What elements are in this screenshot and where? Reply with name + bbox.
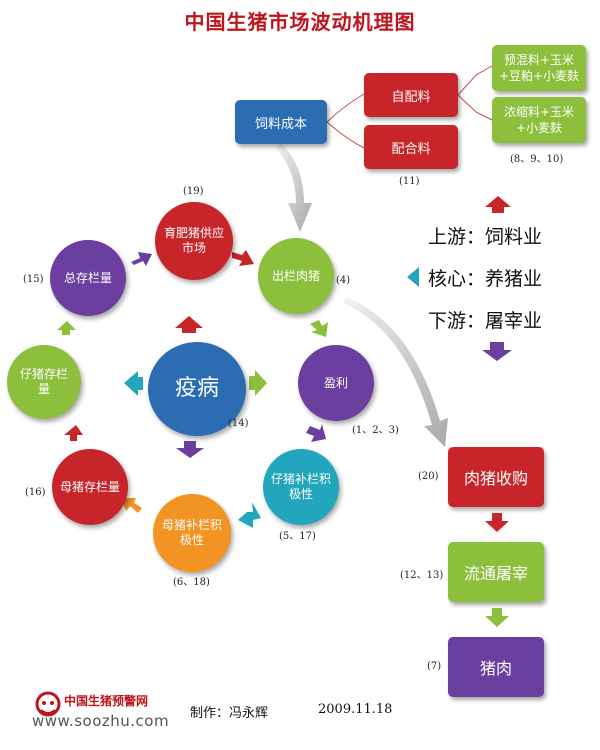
arrow-supply-to-market [232,250,254,266]
slaughter-box: 流通屠宰 [448,542,544,602]
feed-cost-box: 饲料成本 [235,100,327,144]
author-credit: 制作：冯永辉 [190,706,269,721]
core-label: 核心：养猪业 [428,268,543,290]
arrow-disease-right [249,370,267,396]
gray-arrow-cost-to-market [275,143,312,232]
profit-label: 盈利 [323,375,348,390]
profit-ref: (1、2、3) [352,425,399,436]
self-mix-box: 自配料 [364,73,458,117]
compound-ref: (11) [399,176,420,187]
arrow-slaughter-to-pork [485,608,509,627]
disease-label: 疫病 [174,376,219,401]
gray-arrow-market-to-purchase [343,297,448,447]
piglet-stock-label: 仔猪存栏量 [19,367,68,396]
arrow-market-to-profit [310,320,328,337]
arrow-disease-up [175,316,203,333]
disease-ref: (14) [228,418,249,429]
sow-stock-node: 母猪存栏量 [52,449,128,525]
connector-cost-compound [326,121,365,149]
premix-recipe-label: 预混料+玉米+豆粕+小麦麸 [498,53,580,83]
sow-motivation-label: 母猪补栏积极性 [161,518,222,547]
page-title: 中国生猪市场波动机理图 [184,10,416,34]
piglet-motivation-node: 仔猪补栏积极性 [263,449,339,525]
concentrate-recipe-box: 浓缩料+玉米+小麦麸 [492,97,586,143]
sow-stock-ref: (16) [25,487,46,498]
connector-selfmix-premix [457,65,493,96]
upstream-label: 上游：饲料业 [428,226,543,248]
site-logo: 中国生猪预警网 www.soozhu.com [30,690,180,734]
sow-stock-label: 母猪存栏量 [60,479,121,494]
downstream-label: 下游：屠宰业 [428,310,543,332]
creation-date: 2009.11.18 [318,702,393,717]
connector-selfmix-concentrate [457,94,493,121]
feed-cost-label: 饲料成本 [254,116,307,132]
concentrate-recipe-label: 浓缩料+玉米+小麦麸 [503,105,575,135]
total-stock-label: 总存栏量 [63,270,112,285]
fattening-supply-label: 育肥猪供应市场 [163,226,224,255]
arrow-pigletstock-to-total [57,321,76,335]
logo-title: 中国生猪预警网 [64,694,149,708]
arrow-profit-to-piglet [306,424,326,442]
recipe-ref: (8、9、10) [510,154,564,165]
pork-label: 猪肉 [479,659,512,678]
disease-node: 疫病 [148,342,246,436]
slaughter-label: 流通屠宰 [463,564,528,583]
fattening-supply-ref: (19) [183,186,204,197]
compound-feed-label: 配合料 [391,141,431,157]
premix-recipe-box: 预混料+玉米+豆粕+小麦麸 [492,45,586,91]
slaughter-ref: (12、13) [400,570,444,581]
piglet-motivation-ref: (5、17) [279,531,316,542]
pig-purchase-box: 肉猪收购 [448,447,544,507]
arrow-piglet-to-sow [238,502,261,528]
market-pig-label: 出栏肉猪 [271,268,320,283]
arrow-purchase-to-slaughter [485,513,509,532]
arrow-total-to-supply [131,252,152,266]
sow-motivation-ref: (6、18) [173,577,210,588]
pork-box: 猪肉 [448,637,544,697]
profit-node: 盈利 [298,345,374,421]
logo-url: www.soozhu.com [32,712,170,730]
self-mix-label: 自配料 [391,89,431,105]
connector-cost-selfmix [326,93,365,123]
arrow-sow-to-sowstock [121,498,142,513]
compound-feed-box: 配合料 [364,125,458,169]
left-arrow-teal [407,267,419,287]
fattening-supply-node: 育肥猪供应市场 [155,202,233,280]
piglet-motivation-label: 仔猪补栏积极性 [271,472,332,501]
total-stock-ref: (15) [23,274,44,285]
market-pig-node: 出栏肉猪 [258,238,334,314]
total-stock-node: 总存栏量 [50,240,126,316]
arrow-disease-down [176,441,204,458]
up-arrow-red [485,196,511,213]
arrow-sowstock-to-pigletstock [64,425,83,441]
market-pig-ref: (4) [336,275,351,286]
arrow-disease-left [124,371,143,396]
down-arrow-purple [482,342,512,361]
piglet-stock-node: 仔猪存栏量 [7,345,81,419]
logo-icon [35,691,61,717]
pig-purchase-label: 肉猪收购 [463,469,528,488]
pig-purchase-ref: (20) [418,471,439,482]
pork-ref: (7) [427,661,442,672]
sow-motivation-node: 母猪补栏积极性 [153,494,231,572]
